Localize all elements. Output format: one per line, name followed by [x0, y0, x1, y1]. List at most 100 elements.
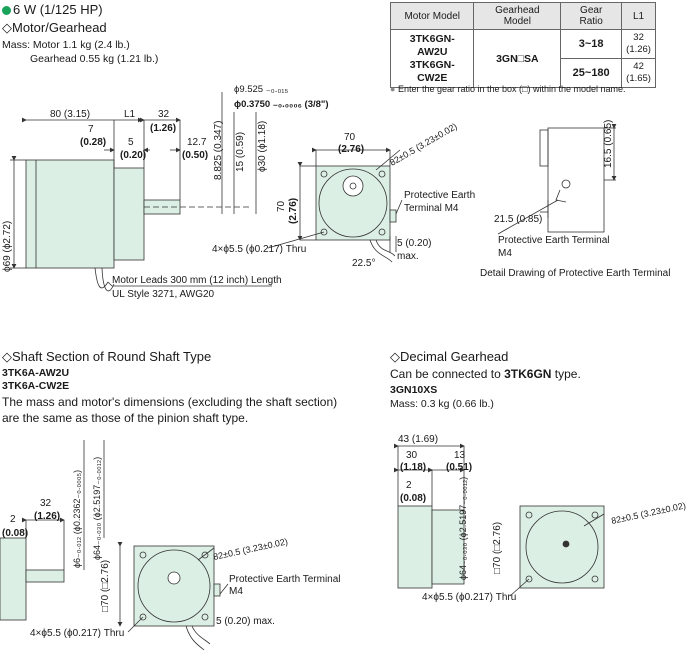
lead-leader: [107, 281, 113, 287]
hole-leader: [127, 616, 144, 633]
dim-label: 22.5°: [352, 258, 375, 269]
dim-label: (1.26): [150, 123, 176, 134]
dim-label: 2: [10, 514, 16, 525]
dim-label: 13: [454, 450, 466, 461]
dim-label: □70 (□2.76): [100, 560, 111, 612]
dim-label: ϕ9.525 ₋₀.₀₁₅: [234, 84, 288, 95]
dim-label: 4×ϕ5.5 (ϕ0.217) Thru: [422, 592, 516, 603]
mount-hole: [139, 551, 147, 559]
page-title: 6 W (1/125 HP): [2, 2, 103, 17]
dim-label: (1.26): [34, 511, 60, 522]
output-shaft-circle: [342, 175, 364, 197]
gear-pilot-circle: [318, 168, 388, 238]
pe-terminal: [389, 209, 397, 223]
motor-leads: [94, 267, 109, 289]
pe-label: Protective Earth: [404, 190, 475, 201]
mount-hole: [591, 575, 599, 583]
pe-leader: [395, 199, 403, 215]
lead-wire: [191, 625, 211, 645]
shaft-center: [349, 182, 357, 190]
dim-label: 16.5 (0.65): [603, 120, 614, 168]
dim-label: 82±0.5 (3.23±0.02): [610, 500, 686, 526]
dim-label: 70: [276, 200, 287, 212]
gearhead-mass: Gearhead 0.55 kg (1.21 lb.): [30, 53, 159, 65]
dim-label: 5 (0.20): [397, 238, 431, 249]
ul-style-label: UL Style 3271, AWG20: [112, 289, 215, 300]
bullet-dot-icon: [2, 6, 11, 16]
dim-label: 30: [406, 450, 418, 461]
pe-label: Protective Earth Terminal: [498, 235, 610, 246]
table-header-row: Motor Model Gearhead Model Gear Ratio L1: [389, 2, 656, 30]
hole-leader: [267, 231, 325, 249]
table-note: ● Enter the gear ratio in the box (□) wi…: [390, 84, 626, 94]
lead-wire: [375, 239, 396, 257]
dim-label: ϕ69 (ϕ2.72): [2, 221, 13, 272]
dim-label: 8.825 (0.347): [213, 121, 224, 181]
pe-leader: [219, 583, 229, 595]
dim-label: 43 (1.69): [398, 434, 438, 445]
hole-leader: [509, 578, 530, 597]
table-header: L1: [621, 2, 656, 30]
mount-hole: [139, 613, 147, 621]
round-shaft-model-1: 3TK6A-AW2U: [2, 367, 70, 379]
mount-hole: [201, 551, 209, 559]
motor-body: [25, 159, 115, 269]
motor-gearhead-header: ◇Motor/Gearhead: [2, 20, 107, 35]
dim-label: 82±0.5 (3.23±0.02): [388, 121, 459, 168]
dim-label: ϕ30 (ϕ1.18): [257, 121, 268, 172]
dim-label: (2.76): [288, 198, 299, 224]
dim-label: 70: [344, 132, 356, 143]
detail-flange: [539, 129, 549, 167]
mount-hole: [320, 170, 328, 178]
dim-label: 4×ϕ5.5 (ϕ0.217) Thru: [212, 244, 306, 255]
table-header: Motor Model: [389, 2, 475, 30]
shaft-description-2: are the same as those of the pinion shaf…: [2, 411, 249, 425]
dim-label: L1: [124, 109, 136, 120]
decimal-center: [562, 540, 570, 548]
dim-label: (1.18): [400, 462, 426, 473]
decimal-front: [519, 505, 605, 589]
dim-label: (0.28): [80, 137, 106, 148]
drawing-round-shaft: [0, 440, 229, 651]
decimal-pilot-circle: [525, 510, 599, 584]
dim-label: (0.50): [182, 150, 208, 161]
dim-label: ϕ0.3750 ₋₀.₀₀₀₆ (3/8"): [234, 99, 329, 110]
decimal-gearhead-model: 3GN10XS: [390, 384, 438, 396]
dim-label: ϕ64₋₀.₀₃₀ (ϕ2.5197₋₀.₀₀₁₂): [458, 477, 468, 580]
gearhead-partial: [0, 537, 27, 621]
dim-label: (0.08): [400, 493, 426, 504]
table-header: Gearhead Model: [473, 2, 562, 30]
dim-label: 82±0.5 (3.23±0.02): [212, 536, 288, 562]
spec-table: Motor Model Gearhead Model Gear Ratio L1…: [389, 2, 656, 88]
shaft-section-header: ◇Shaft Section of Round Shaft Type: [2, 349, 212, 364]
motor-model-cell: 3TK6GN-AW2U 3TK6GN-CW2E: [389, 29, 475, 88]
dim-label: (2.76): [338, 144, 364, 155]
detail-caption: Detail Drawing of Protective Earth Termi…: [480, 268, 670, 279]
gear-ratio-cell: 25~180: [560, 58, 623, 88]
pe-terminal: [213, 583, 221, 597]
decimal-gearhead-header: ◇Decimal Gearhead: [390, 349, 509, 364]
table-row: 25~180 42 (1.65): [391, 58, 656, 88]
l1-cell: 32 (1.26): [621, 29, 656, 59]
shaft-description-1: The mass and motor's dimensions (excludi…: [2, 395, 338, 409]
dim-label: (0.20): [120, 150, 146, 161]
motor-leads-2: [101, 267, 115, 292]
dim-label: 15 (0.59): [235, 132, 246, 172]
mount-hole: [591, 511, 599, 519]
mount-hole: [525, 575, 533, 583]
lead-wire: [185, 625, 205, 651]
note-bullet-icon: ●: [390, 84, 396, 94]
drawing-side-view-labels: 80 (3.15) L1 32 (1.26) 7 (0.28) 5 (0.20)…: [2, 84, 329, 300]
mount-hole: [320, 228, 328, 236]
table-row: 3TK6GN-AW2U 3TK6GN-CW2E 3GN□SA 3~18 32 (…: [389, 29, 656, 88]
decimal-gearhead-body: [397, 505, 433, 589]
round-shaft: [25, 569, 65, 583]
dim-line-82: [197, 547, 215, 561]
dim-label: (0.51): [446, 462, 472, 473]
dim-label: 7: [88, 124, 94, 135]
dim-label: ϕ64₋₀.₀₃₀ (ϕ2.5197₋₀.₀₀₁₂): [92, 457, 102, 560]
mount-hole: [525, 511, 533, 519]
gearhead-model-cell: 3GN□SA: [473, 29, 562, 88]
dim-line-82: [375, 149, 401, 171]
gearhead-body: [113, 167, 145, 261]
